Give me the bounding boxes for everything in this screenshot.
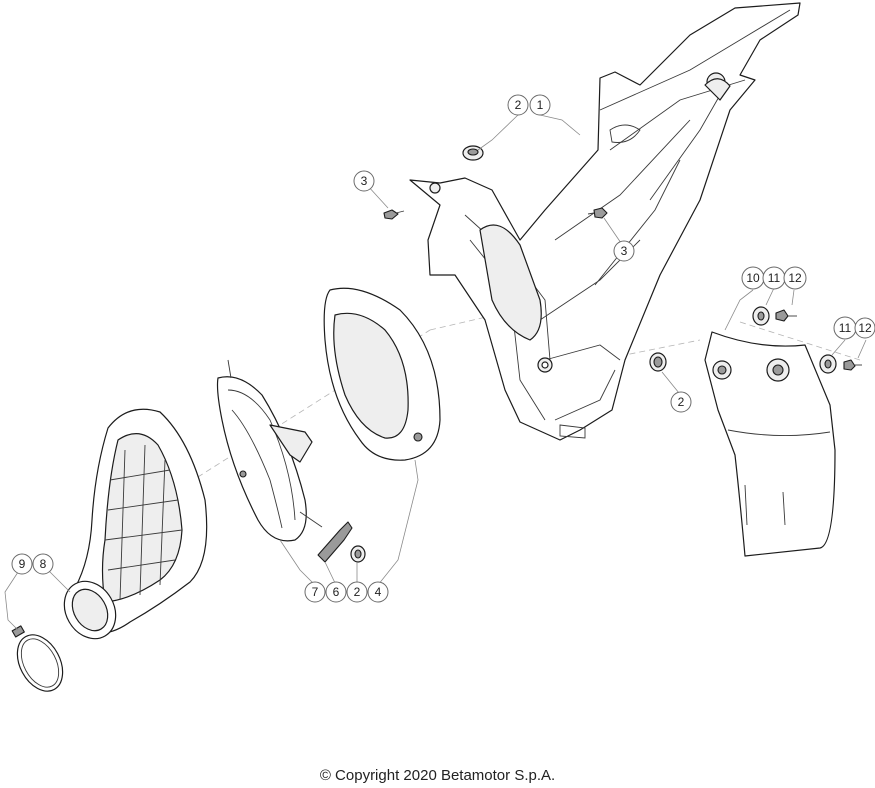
callout-2c: 2: [346, 581, 368, 603]
grommet: [649, 352, 667, 372]
grommet: [462, 145, 484, 161]
callout-3b: 3: [613, 240, 635, 262]
callout-9: 9: [11, 553, 33, 575]
callout-11a: 11: [762, 266, 786, 290]
grommet: [350, 545, 366, 563]
callout-2a: 2: [507, 94, 529, 116]
screw: [843, 359, 862, 371]
callout-2b: 2: [670, 391, 692, 413]
filter-retaining-clip: [317, 521, 353, 563]
svg-text:3: 3: [361, 174, 368, 188]
svg-text:1: 1: [537, 98, 544, 112]
flange-screw: [383, 209, 405, 220]
svg-text:12: 12: [858, 321, 872, 335]
svg-text:9: 9: [19, 557, 26, 571]
rear-fender-mud-flap: [704, 331, 836, 557]
callout-10: 10: [741, 266, 765, 290]
svg-text:11: 11: [768, 271, 781, 285]
leader-lines: [4, 114, 867, 631]
svg-text:2: 2: [515, 98, 522, 112]
copyright-footer: © Copyright 2020 Betamotor S.p.A.: [319, 767, 556, 784]
callout-11b: 11: [833, 316, 857, 340]
rear-frame-subframe-airbox: [409, 2, 801, 441]
callout-4: 4: [367, 581, 389, 603]
callout-7: 7: [304, 581, 326, 603]
callout-1: 1: [529, 94, 551, 116]
svg-text:8: 8: [40, 557, 47, 571]
svg-text:4: 4: [375, 585, 382, 599]
callout-12b: 12: [854, 317, 875, 339]
svg-text:10: 10: [746, 271, 760, 285]
svg-text:3: 3: [621, 244, 628, 258]
callout-12a: 12: [783, 266, 807, 290]
intake-sleeve: [63, 408, 208, 640]
svg-text:12: 12: [788, 271, 802, 285]
callout-3a: 3: [353, 170, 375, 192]
svg-text:2: 2: [354, 585, 361, 599]
svg-text:2: 2: [678, 395, 685, 409]
washer: [819, 354, 837, 374]
air-filter-cage: [216, 359, 323, 542]
washer: [752, 306, 770, 326]
svg-text:11: 11: [839, 321, 852, 335]
flange-screw: [587, 207, 608, 219]
callout-8: 8: [32, 553, 54, 575]
hose-clamp: [11, 625, 64, 692]
svg-text:7: 7: [312, 585, 319, 599]
callout-6: 6: [325, 581, 347, 603]
air-filter-element: [323, 287, 441, 461]
screw: [775, 309, 797, 322]
svg-text:6: 6: [333, 585, 340, 599]
